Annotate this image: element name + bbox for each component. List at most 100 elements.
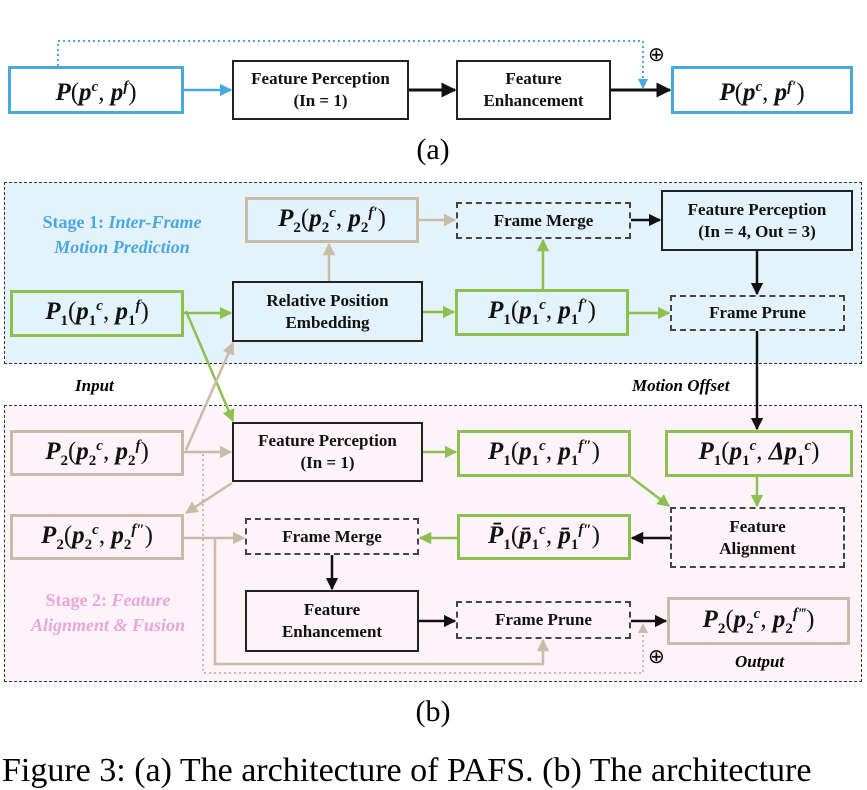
- math-superscript: f‴: [792, 605, 807, 622]
- block-label: Feature Perception: [251, 69, 390, 88]
- block-label: Relative Position: [266, 290, 389, 310]
- s1-frame-merge: Frame Merge: [456, 202, 631, 239]
- s1-p1-input: P1(p1c, p1f): [10, 290, 184, 337]
- input-label: Input: [75, 376, 114, 395]
- math-symbol: P: [41, 521, 57, 549]
- math-superscript: f′: [578, 297, 588, 313]
- math-base: p̄: [558, 521, 571, 549]
- s2-p2-fpp: P2(p2c, p2f″): [10, 514, 184, 560]
- s2-p1-bar: P̄1(p̄1c, p̄1f″): [457, 514, 631, 560]
- s2-p1-fpp: P1(p1c, p1f″): [457, 430, 631, 477]
- math-label: P(pc, pf): [55, 79, 137, 106]
- math-superscript: c: [749, 438, 757, 454]
- s2-frame-prune: Frame Prune: [456, 601, 631, 639]
- math-subscript: 1: [570, 312, 579, 328]
- a-feature-perception-block: Feature Perception (In = 1): [232, 60, 409, 120]
- math-subscript: 2: [785, 620, 793, 637]
- math-base: p: [110, 79, 124, 106]
- math-subscript: 1: [503, 312, 511, 328]
- math-subscript: 2: [88, 452, 97, 469]
- math-superscript: f′: [368, 204, 378, 221]
- math-base: p: [115, 437, 128, 465]
- b-caption: (b): [415, 695, 451, 728]
- a-output-point-cloud: P(pc, pf′): [671, 66, 853, 114]
- a-caption: (a): [416, 133, 450, 166]
- math-subscript: 1: [742, 453, 750, 469]
- math-symbol: P: [719, 79, 735, 106]
- math-label: P2(p2c, p2f′): [278, 204, 386, 236]
- math-subscript: 1: [60, 313, 68, 329]
- math-symbol: P: [698, 438, 714, 465]
- math-base: Δp: [768, 438, 797, 465]
- block-label: (In = 4, Out = 3): [698, 221, 816, 241]
- stage1-label-title-2: Motion Prediction: [54, 237, 190, 257]
- math-superscript: f: [123, 79, 129, 95]
- math-superscript: f″: [578, 438, 592, 454]
- math-superscript: f″: [131, 521, 145, 538]
- s2-p2-input: P2(p2c, p2f): [10, 430, 184, 476]
- math-label: P̄1(p̄1c, p̄1f″): [488, 521, 600, 553]
- motion-offset-label: Motion Offset: [632, 376, 730, 395]
- math-symbol: P: [488, 438, 504, 465]
- block-label: Feature: [303, 600, 361, 619]
- math-base: p: [309, 204, 322, 232]
- math-subscript: 1: [531, 536, 540, 553]
- arrow-p1-to-fp-in1: [184, 310, 235, 423]
- block-label: Enhancement: [483, 91, 584, 110]
- block-label: Embedding: [285, 312, 370, 332]
- math-subscript: 1: [713, 453, 722, 469]
- b-add-symbol: ⊕: [648, 646, 665, 668]
- math-base: p: [558, 297, 571, 324]
- block-label: Feature: [729, 516, 786, 536]
- math-symbol: P: [45, 437, 61, 465]
- math-subscript: 2: [293, 219, 301, 236]
- math-subscript: 1: [570, 453, 579, 469]
- math-base: p: [76, 298, 89, 325]
- s2-output: P2(p2c, p2f‴): [667, 597, 850, 645]
- stage1-label-prefix: Stage 1:: [42, 212, 109, 232]
- stage1-panel: [4, 182, 862, 364]
- math-label: P2(p2c, p2f″): [41, 521, 153, 553]
- math-subscript: 1: [531, 453, 540, 469]
- math-superscript: c: [96, 437, 103, 454]
- stage1-label-title: Inter-Frame: [108, 212, 202, 232]
- math-symbol: P: [488, 297, 504, 324]
- math-label: P1(p1c, p1f): [45, 298, 149, 329]
- math-base: p: [519, 297, 532, 324]
- block-label: (In = 1): [293, 91, 348, 110]
- s1-p1-prime: P1(p1c, p1f′): [455, 289, 629, 336]
- arrow-p2fpp-to-prune: [213, 538, 550, 666]
- arrow-p2-to-rpe: [184, 341, 235, 451]
- math-subscript: 2: [360, 219, 369, 236]
- math-label: P2(p2c, p2f‴): [702, 605, 815, 637]
- s2-p1-delta: P1(p1c, Δp1c): [665, 430, 853, 477]
- math-superscript: c: [329, 204, 336, 221]
- s1-feature-perception: Feature Perception(In = 4, Out = 3): [661, 190, 853, 251]
- math-label: P1(p1c, p1f′): [488, 297, 596, 328]
- math-superscript: c: [804, 438, 812, 454]
- math-superscript: f: [135, 298, 141, 314]
- math-symbol: P: [55, 79, 71, 106]
- math-subscript: 2: [84, 536, 93, 553]
- math-superscript: c: [539, 521, 546, 538]
- figure-caption: Figure 3: (a) The architecture of PAFS. …: [2, 752, 812, 789]
- math-superscript: c: [91, 79, 99, 95]
- math-symbol: P: [278, 204, 294, 232]
- math-base: p: [558, 438, 571, 465]
- math-label: P2(p2c, p2f): [45, 437, 149, 469]
- math-label: P1(p1c, Δp1c): [698, 438, 820, 469]
- math-subscript: 2: [56, 536, 64, 553]
- math-base: p: [76, 437, 89, 465]
- math-superscript: c: [755, 79, 763, 95]
- math-subscript: 2: [746, 620, 754, 637]
- math-base: p: [774, 79, 788, 106]
- block-label: Feature: [505, 69, 562, 88]
- s2-frame-merge: Frame Merge: [245, 518, 419, 555]
- a-add-symbol: ⊕: [648, 44, 665, 66]
- math-symbol: P̄: [488, 521, 504, 549]
